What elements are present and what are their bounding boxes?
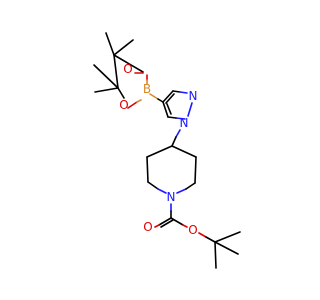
bond-n-pip-c xyxy=(171,136,177,147)
piperidine-ring xyxy=(146,145,197,194)
pip-c2-n-n xyxy=(157,188,167,194)
boc-c-oester xyxy=(170,217,184,226)
tbu-methyl-3 xyxy=(214,241,239,255)
bond-c-o2 xyxy=(117,87,125,99)
tbu-methyl-1 xyxy=(214,241,217,269)
pyrazole-ring xyxy=(162,90,193,120)
atom-n-pyrazole-link: N xyxy=(180,116,189,130)
boc-group xyxy=(154,203,241,269)
boc-o-tbu-o xyxy=(198,232,207,238)
tbu-methyl-2 xyxy=(214,231,241,243)
atom-o-upper: O xyxy=(123,62,132,76)
pip-c2-n xyxy=(147,181,159,190)
boc-c-o xyxy=(158,217,172,226)
structure-canvas: B O O N N N O O xyxy=(93,32,241,269)
boc-c-o-o xyxy=(154,224,160,228)
molecule-diagram: B O O N N N O O xyxy=(93,32,241,269)
atom-b: B xyxy=(143,82,151,96)
pip-n-c6 xyxy=(185,182,196,190)
pz-c4-c3 xyxy=(162,90,174,103)
pip-c6-c5 xyxy=(194,156,197,184)
pip-c4-c3 xyxy=(146,145,173,158)
pinacol-ring xyxy=(93,32,148,109)
pz-n1-c5-n xyxy=(175,117,186,120)
pz-c4-c3-double xyxy=(165,93,175,104)
bond-b-c4 xyxy=(149,93,159,100)
atom-o-ester: O xyxy=(188,223,197,237)
bond-o2-b-b xyxy=(136,99,142,103)
boc-o-tbu xyxy=(205,236,216,243)
bond-b-c4-c xyxy=(157,98,164,103)
pip-c5-c4 xyxy=(171,145,197,158)
pz-n2-n1 xyxy=(187,102,193,117)
pz-c3-n2-n xyxy=(179,91,188,94)
methyl-3 xyxy=(93,64,119,89)
pz-c3-n2 xyxy=(172,90,181,93)
bond-n-pip xyxy=(175,129,181,138)
atom-o-carbonyl: O xyxy=(143,220,152,234)
boc-c-o-double xyxy=(160,219,174,228)
methyl-4 xyxy=(94,87,119,93)
bond-c1-c2 xyxy=(113,54,144,73)
boc-c-oester-o xyxy=(182,224,188,228)
bond-c1-c2b xyxy=(113,54,119,89)
pz-c5-c4-double xyxy=(166,103,172,115)
pz-c5-c4 xyxy=(162,101,169,118)
methyl-1 xyxy=(113,39,134,56)
bond-o2-b xyxy=(127,101,138,109)
atom-n-pyrazole-top: N xyxy=(189,89,198,103)
pz-n1-c5 xyxy=(167,116,177,119)
pip-c3-c2 xyxy=(146,156,149,183)
atom-o-lower: O xyxy=(119,98,128,112)
atom-n-piperidine: N xyxy=(167,190,176,204)
pip-n-c6-n xyxy=(176,188,187,194)
methyl-2 xyxy=(105,32,115,56)
